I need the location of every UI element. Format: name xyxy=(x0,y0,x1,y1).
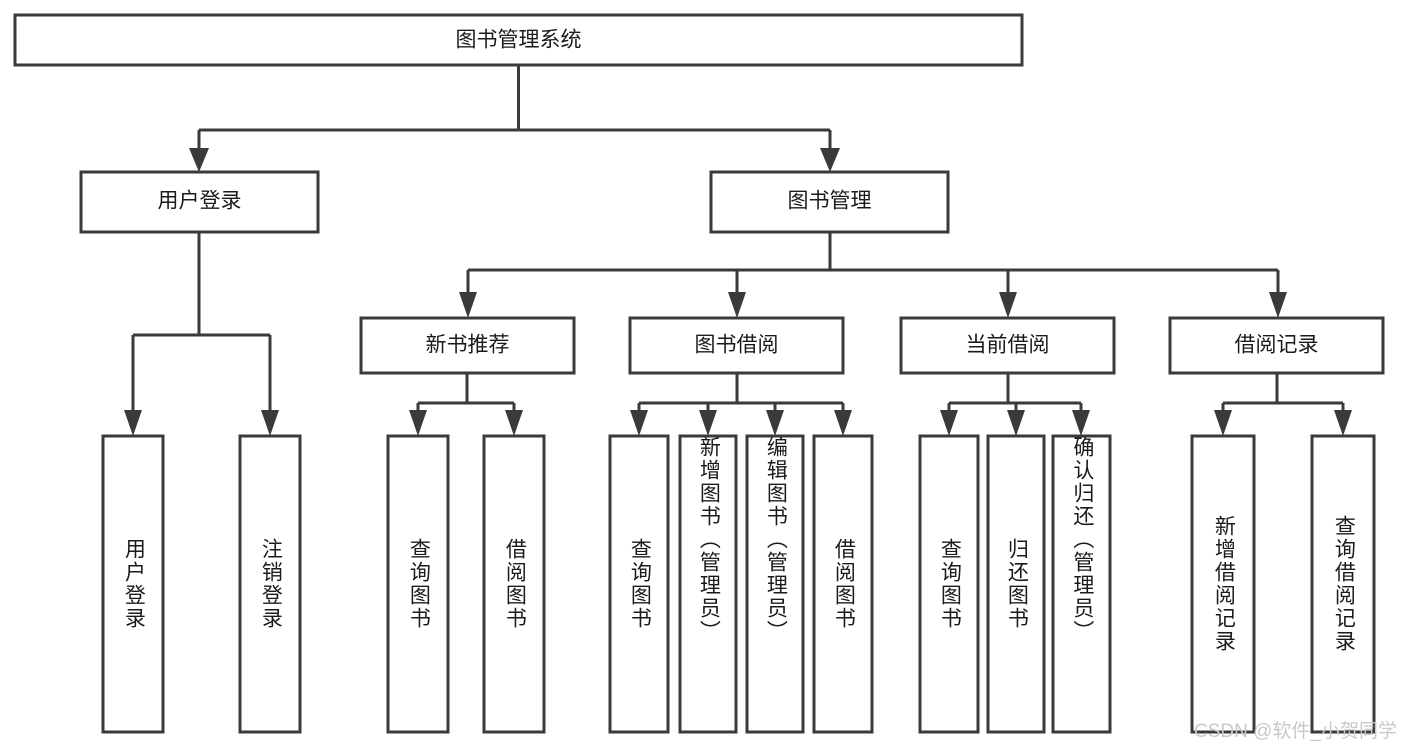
node-label-root: 图书管理系统 xyxy=(456,29,582,52)
arrow-userlogin-leaf-2 xyxy=(261,410,279,436)
leaf-box-add-borrow-record[interactable] xyxy=(1190,434,1256,734)
node-box-new-book-recommend[interactable] xyxy=(359,316,576,375)
node-box-book-borrow[interactable] xyxy=(628,316,845,375)
arrow-borrow-leaf-2 xyxy=(699,410,717,436)
leaf-box-logout[interactable] xyxy=(238,434,302,734)
node-box-book-management[interactable] xyxy=(709,170,950,234)
arrow-bookmgmt-child-2 xyxy=(728,292,746,318)
arrow-current-leaf-3 xyxy=(1072,410,1090,436)
arrow-bookmgmt-child-3 xyxy=(999,292,1017,318)
leaf-box-user-login[interactable] xyxy=(101,434,165,734)
arrow-bookmgmt-child-1 xyxy=(459,292,477,318)
leaf-box-query-book-current[interactable] xyxy=(918,434,980,734)
leaf-box-return-book[interactable] xyxy=(986,434,1046,734)
leaf-box-query-borrow-record[interactable] xyxy=(1310,434,1376,734)
arrow-borrow-leaf-1 xyxy=(630,410,648,436)
arrow-to-userlogin xyxy=(189,148,209,172)
node-label-new-book-recommend: 新书推荐 xyxy=(426,334,510,357)
arrow-bookmgmt-child-4 xyxy=(1269,292,1287,318)
arrow-records-leaf-2 xyxy=(1334,410,1352,436)
leaf-box-add-book-admin[interactable] xyxy=(678,434,738,734)
leaf-box-borrow-book[interactable] xyxy=(812,434,874,734)
leaf-box-query-book-new[interactable] xyxy=(386,434,450,734)
node-box-current-borrow[interactable] xyxy=(899,316,1116,375)
connector-group-newbook xyxy=(409,373,523,436)
node-label-current-borrow: 当前借阅 xyxy=(966,334,1050,357)
connector-group-userlogin xyxy=(124,232,279,436)
arrow-current-leaf-1 xyxy=(940,410,958,436)
node-label-borrow-record: 借阅记录 xyxy=(1235,334,1319,357)
arrow-newbook-leaf-2 xyxy=(505,410,523,436)
connector-group-bookmgmt xyxy=(459,232,1287,318)
connector-group-current xyxy=(940,373,1090,436)
connector-group-borrow xyxy=(630,373,852,436)
connector-group-records xyxy=(1214,373,1352,436)
node-label-book-management: 图书管理 xyxy=(788,190,872,213)
node-label-user-login: 用户登录 xyxy=(158,190,242,213)
node-label-book-borrow: 图书借阅 xyxy=(695,334,779,357)
leaf-box-confirm-return-admin[interactable] xyxy=(1051,434,1112,734)
watermark-text: CSDN @软件_小贺同学 xyxy=(1194,721,1397,742)
connector-group-root xyxy=(189,65,840,172)
leaf-box-edit-book-admin[interactable] xyxy=(745,434,805,734)
arrow-borrow-leaf-4 xyxy=(834,410,852,436)
node-box-borrow-record[interactable] xyxy=(1168,316,1385,375)
arrow-records-leaf-1 xyxy=(1214,410,1232,436)
node-box-user-login[interactable] xyxy=(79,170,320,234)
arrow-userlogin-leaf-1 xyxy=(124,410,142,436)
arrow-borrow-leaf-3 xyxy=(766,410,784,436)
arrow-newbook-leaf-1 xyxy=(409,410,427,436)
arrow-to-bookmgmt xyxy=(820,148,840,172)
leaf-box-query-book-borrow[interactable] xyxy=(608,434,670,734)
arrow-current-leaf-2 xyxy=(1007,410,1025,436)
leaf-box-borrow-book-new[interactable] xyxy=(482,434,546,734)
node-box-root[interactable] xyxy=(13,13,1024,67)
